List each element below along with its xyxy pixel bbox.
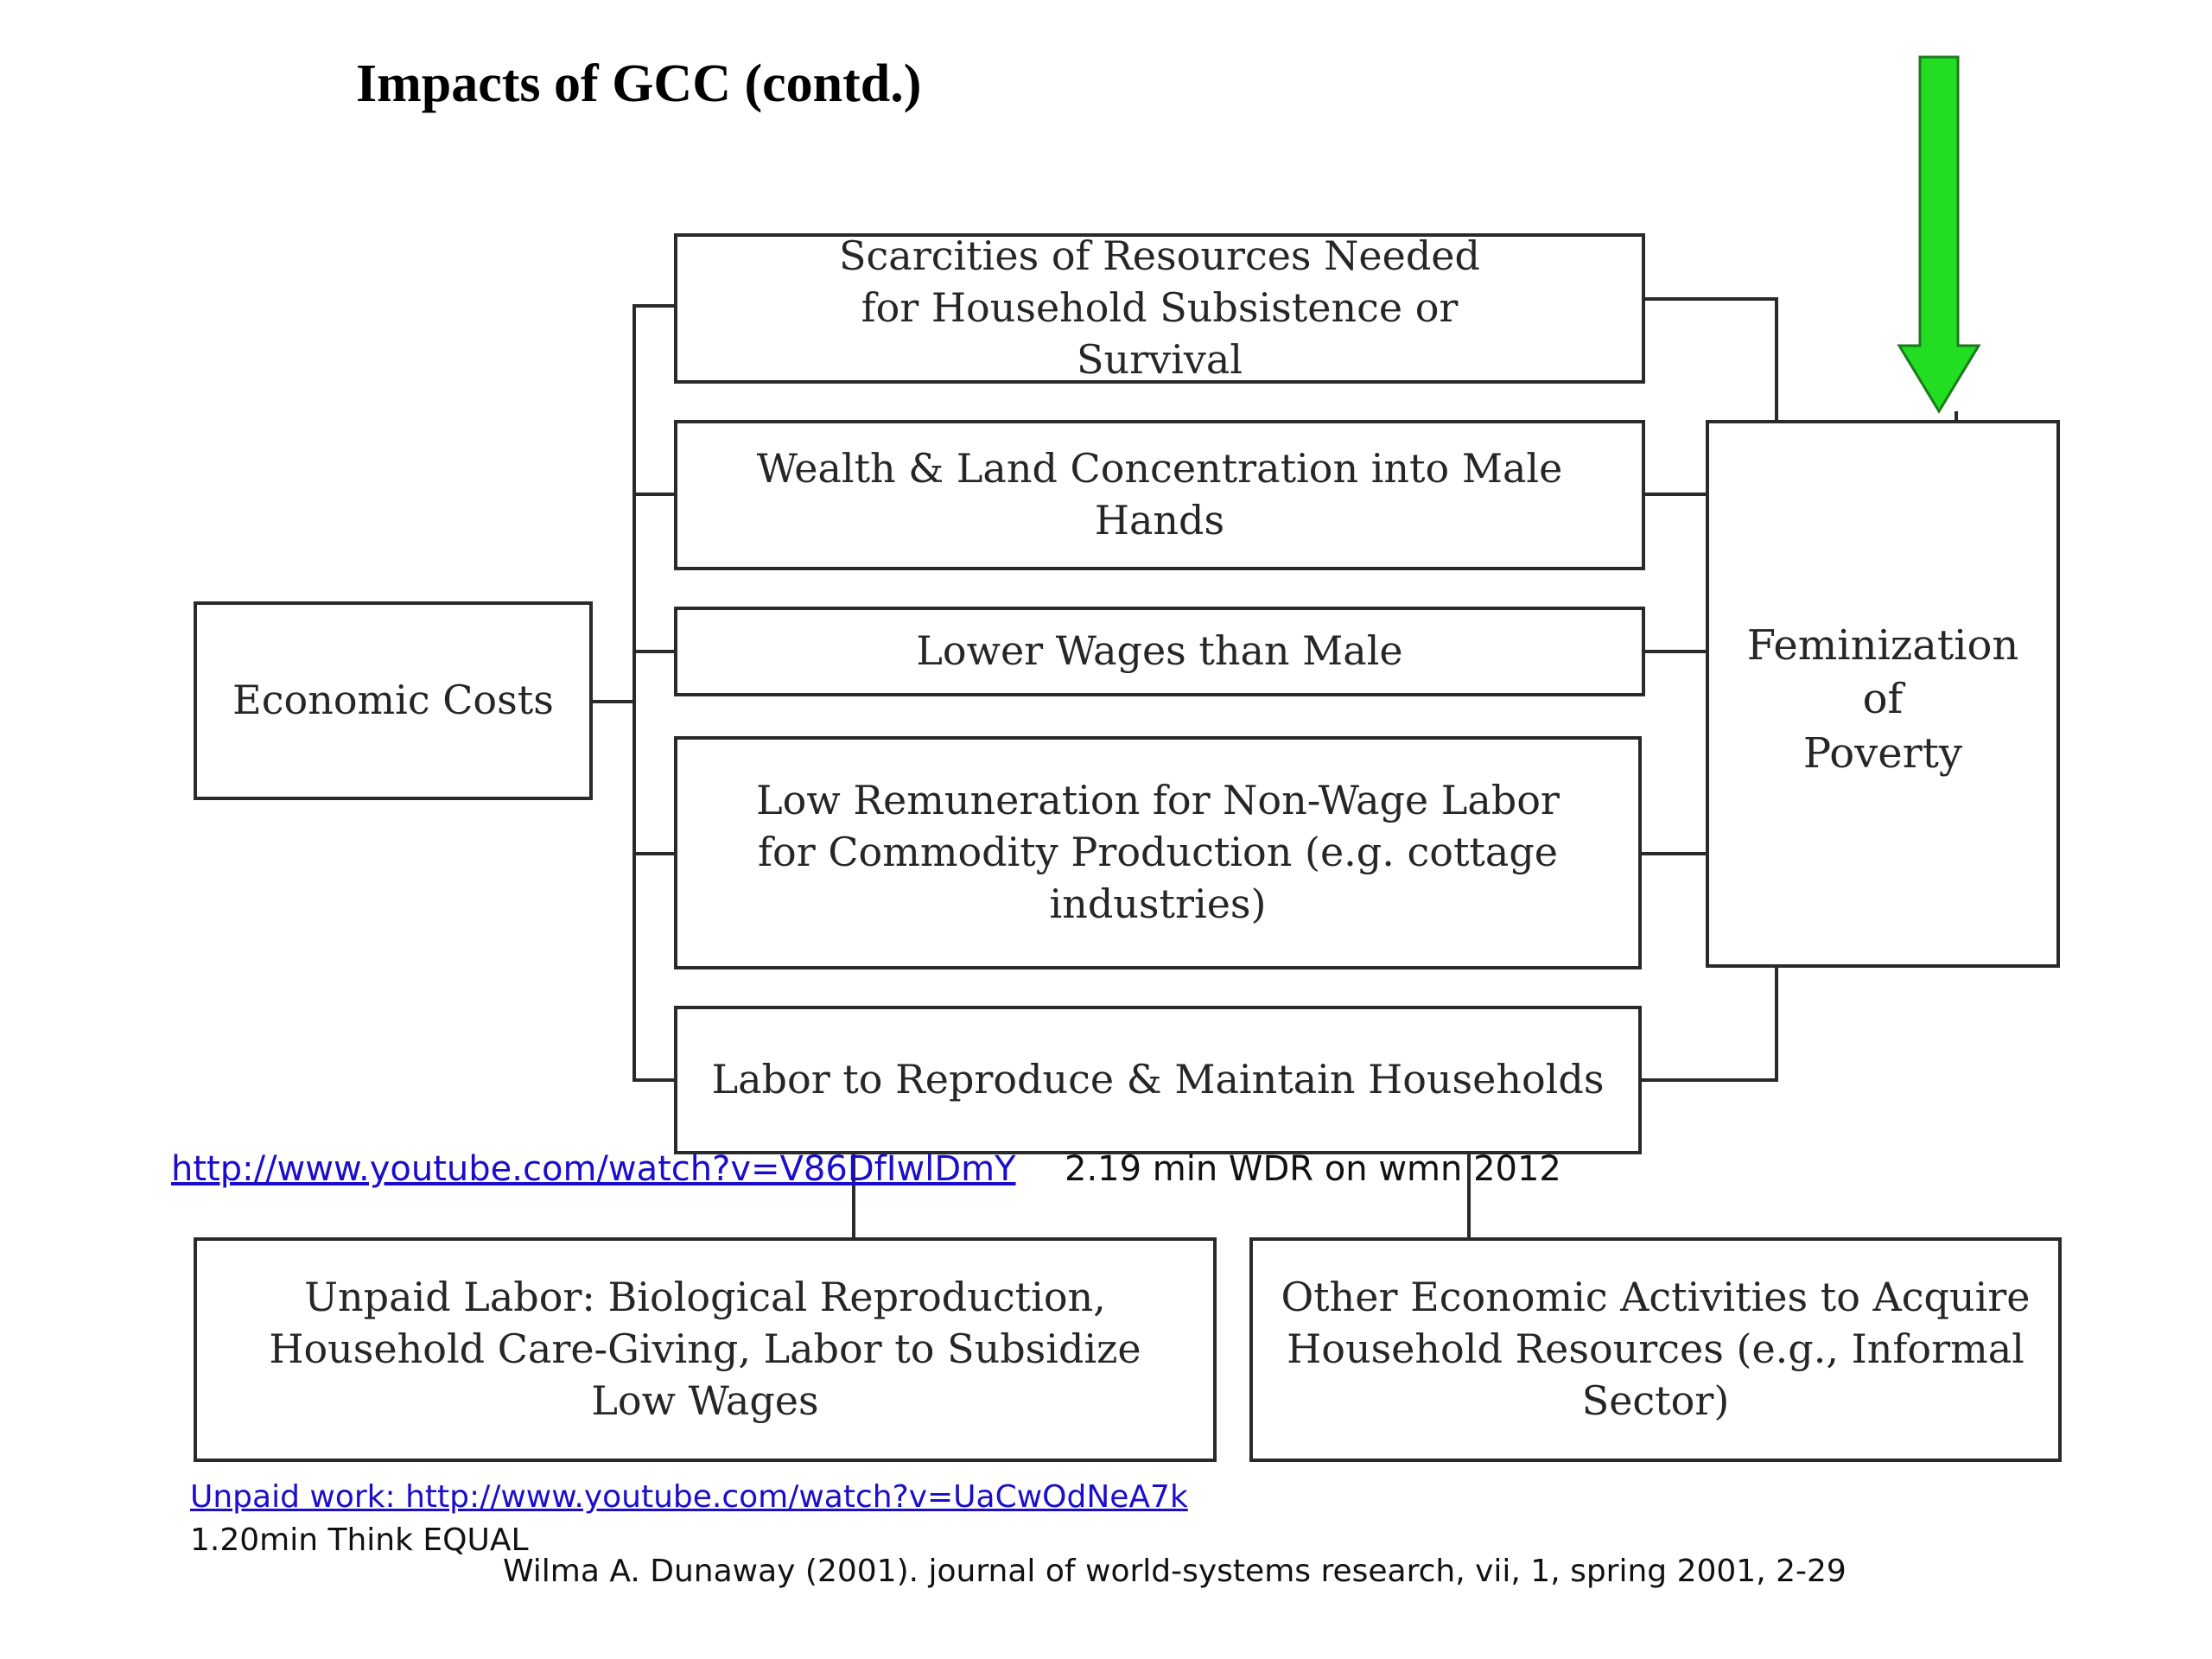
wealth-land-label: Wealth & Land Concentration into Male Ha…: [756, 445, 1563, 543]
feminization-poverty-box: Feminization of Poverty: [1706, 420, 2060, 968]
connector-box2-right: [1642, 493, 1709, 496]
economic-costs-box: Economic Costs: [194, 601, 593, 800]
citation: Wilma A. Dunaway (2001). journal of worl…: [503, 1554, 1847, 1589]
connector-box3-right: [1642, 650, 1709, 653]
feminization-poverty-label: Feminization of Poverty: [1747, 619, 2019, 780]
feminization-line2: of: [1862, 675, 1904, 724]
connector-spine-box2: [632, 493, 676, 496]
wealth-land-box: Wealth & Land Concentration into Male Ha…: [674, 420, 1645, 570]
video1-link[interactable]: http://www.youtube.com/watch?v=V86DfIwlD…: [171, 1149, 1016, 1189]
scarcities-label: Scarcities of Resources Needed for House…: [839, 232, 1480, 383]
feminization-line3: Poverty: [1802, 728, 1963, 778]
low-remuneration-label: Low Remuneration for Non-Wage Labor for …: [756, 777, 1560, 927]
connector-box4-right: [1638, 852, 1709, 855]
video1-note: 2.19 min WDR on wmn 2012: [1065, 1149, 1561, 1189]
connector-box1-right: [1642, 297, 1778, 301]
connector-box5-right: [1638, 1078, 1778, 1082]
scarcities-box: Scarcities of Resources Needed for House…: [674, 232, 1645, 384]
connector-bottom-right: [1467, 1151, 1471, 1241]
other-activities-box: Other Economic Activities to Acquire Hou…: [1249, 1237, 2062, 1462]
connector-spine-box1: [632, 304, 676, 308]
video2-link[interactable]: Unpaid work: http://www.youtube.com/watc…: [190, 1479, 1188, 1515]
low-remuneration-box: Low Remuneration for Non-Wage Labor for …: [674, 736, 1642, 969]
connector-bottom-left: [852, 1151, 855, 1241]
labor-households-label: Labor to Reproduce & Maintain Households: [711, 1056, 1605, 1103]
connector-spine-box3: [632, 650, 676, 653]
other-activities-label: Other Economic Activities to Acquire Hou…: [1281, 1274, 2031, 1424]
connector-arrow-target: [1955, 411, 1958, 422]
lower-wages-label: Lower Wages than Male: [916, 627, 1403, 675]
video2-note: 1.20min Think EQUAL: [190, 1522, 529, 1558]
connector-box5-up: [1775, 966, 1778, 1082]
connector-left-spine: [632, 304, 636, 1080]
connector-spine-box5: [632, 1078, 676, 1082]
unpaid-labor-box: Unpaid Labor: Biological Reproduction, H…: [194, 1237, 1217, 1462]
lower-wages-box: Lower Wages than Male: [674, 607, 1645, 696]
unpaid-labor-label: Unpaid Labor: Biological Reproduction, H…: [269, 1274, 1141, 1424]
feminization-line1: Feminization: [1746, 621, 2019, 670]
slide-title: Impacts of GCC (contd.): [356, 54, 922, 113]
connector-spine-box4: [632, 852, 676, 855]
economic-costs-label: Economic Costs: [232, 677, 554, 724]
labor-households-box: Labor to Reproduce & Maintain Households: [674, 1006, 1642, 1154]
connector-box1-down: [1775, 297, 1778, 420]
connector-source-right: [591, 700, 634, 703]
